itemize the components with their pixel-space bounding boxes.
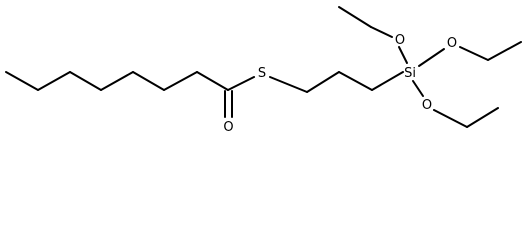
bond-c11-silicon [371,71,404,91]
silicon-label: Si [404,66,416,81]
propyl-linker [269,71,404,93]
bond-c4-c5 [100,71,134,91]
ethoxy-oxygen-right-label: O [447,36,457,51]
bond-c9-c10 [306,71,340,93]
sulfur-label: S [258,66,266,81]
bond-c2-c3 [37,71,71,91]
bond-ch2-ch3-right [487,41,522,61]
carbonyl-double-bond [224,90,233,118]
bond-c3-c4 [69,71,102,91]
bond-c5-c6 [132,71,165,91]
carbonyl-oxygen-label: O [223,120,233,135]
bond-ch2-ch3-bottom [466,107,499,128]
bond-silicon-o-right [418,48,445,67]
bond-o-top-ch2 [370,26,393,38]
bond-c7-c8 [196,71,229,91]
ethoxy-oxygen-top-label: O [395,33,405,48]
ethoxy-group-bottom: O [412,80,499,128]
bond-c6-c7 [163,71,198,91]
bond-silicon-o-bottom [412,80,424,97]
bond-c1-c2 [5,71,39,91]
bond-c10-c11 [338,71,373,91]
ethoxy-oxygen-bottom-label: O [422,98,432,113]
ethoxy-group-right: O [418,36,522,67]
ethoxy-group-top: O [338,6,408,64]
bond-o-bottom-ch2 [433,109,468,128]
bond-silicon-o-top [398,46,408,64]
bond-ch2-ch3-top [338,6,372,28]
bond-sulfur-c9 [269,76,308,93]
octanoyl-chain [5,71,229,91]
bond-carbonyl-sulfur [227,76,255,91]
bond-o-right-ch2 [459,46,489,61]
chemical-structure-diagram: O S Si O O O [5,6,522,135]
